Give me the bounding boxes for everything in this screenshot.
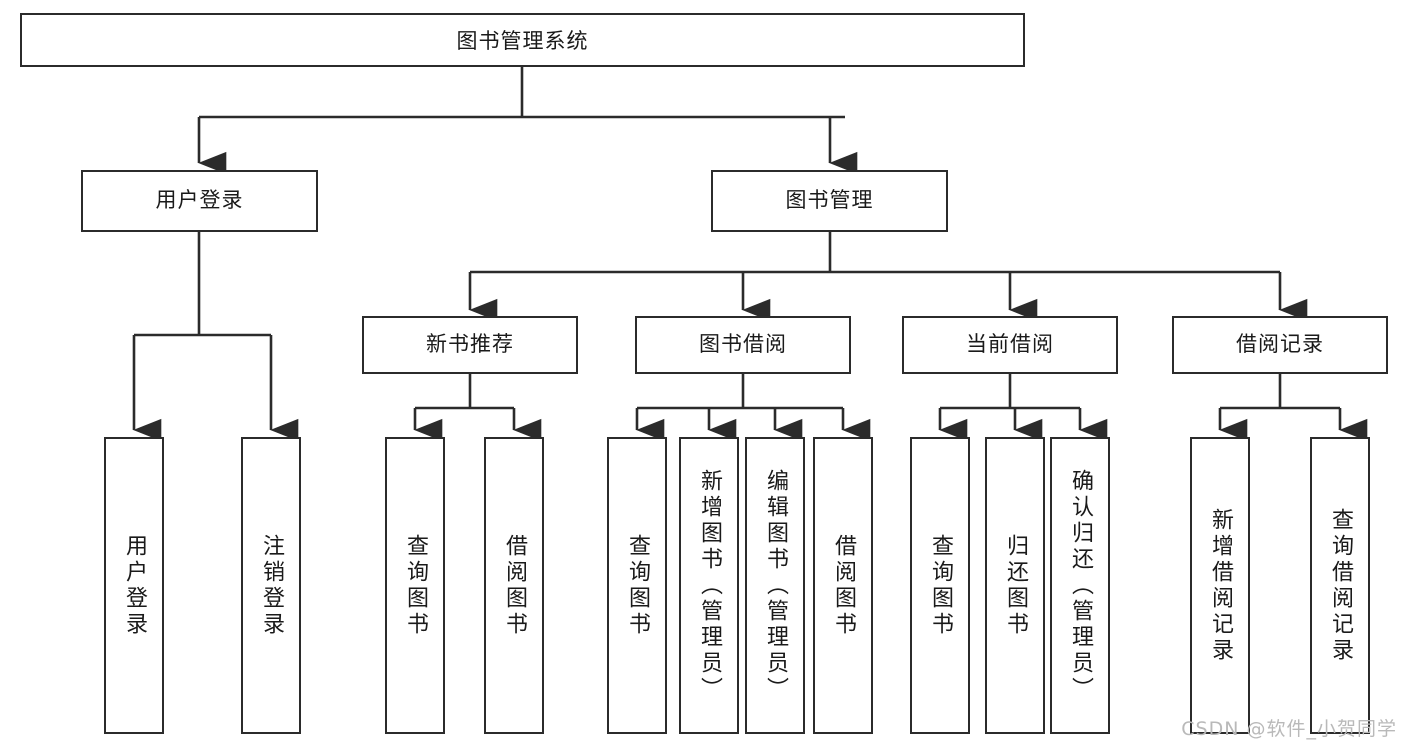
node-label: 图书管理系统 — [456, 29, 589, 53]
leaf-user-login[interactable]: 用户登录 — [104, 437, 164, 734]
node-book-management[interactable]: 图书管理 — [711, 170, 948, 232]
leaf-add-borrow-record[interactable]: 新增借阅记录 — [1190, 437, 1250, 734]
node-label: 查询图书 — [402, 533, 428, 638]
node-label: 注销登录 — [258, 533, 284, 638]
node-borrow-record[interactable]: 借阅记录 — [1172, 316, 1388, 374]
node-label: 当前借阅 — [966, 331, 1054, 356]
leaf-query-borrow-record[interactable]: 查询借阅记录 — [1310, 437, 1370, 734]
node-label: 新增图书（管理员） — [696, 468, 722, 703]
node-label: 借阅记录 — [1236, 331, 1324, 356]
node-user-login[interactable]: 用户登录 — [81, 170, 318, 232]
node-label: 查询借阅记录 — [1327, 507, 1353, 664]
node-label: 用户登录 — [121, 533, 147, 638]
node-label: 图书管理 — [785, 187, 874, 212]
node-label: 归还图书 — [1002, 533, 1028, 638]
node-label: 新增借阅记录 — [1207, 507, 1233, 664]
leaf-return-book[interactable]: 归还图书 — [985, 437, 1045, 734]
node-label: 查询图书 — [624, 533, 650, 638]
node-label: 确认归还（管理员） — [1067, 468, 1093, 703]
node-new-book-recommend[interactable]: 新书推荐 — [362, 316, 578, 374]
node-label: 借阅图书 — [501, 533, 527, 638]
node-label: 编辑图书（管理员） — [762, 468, 788, 703]
node-label: 借阅图书 — [830, 533, 856, 638]
csdn-watermark: CSDN @软件_小贺同学 — [1181, 718, 1397, 740]
node-current-borrow[interactable]: 当前借阅 — [902, 316, 1118, 374]
leaf-query-book-current[interactable]: 查询图书 — [910, 437, 970, 734]
node-label: 查询图书 — [927, 533, 953, 638]
node-book-borrow[interactable]: 图书借阅 — [635, 316, 851, 374]
leaf-confirm-return-admin[interactable]: 确认归还（管理员） — [1050, 437, 1110, 734]
node-label: 用户登录 — [155, 187, 244, 212]
node-label: 新书推荐 — [426, 331, 514, 356]
leaf-add-book-admin[interactable]: 新增图书（管理员） — [679, 437, 739, 734]
leaf-borrow-book[interactable]: 借阅图书 — [813, 437, 873, 734]
leaf-edit-book-admin[interactable]: 编辑图书（管理员） — [745, 437, 805, 734]
leaf-query-book-recommend[interactable]: 查询图书 — [385, 437, 445, 734]
node-label: 图书借阅 — [699, 331, 787, 356]
leaf-borrow-book-recommend[interactable]: 借阅图书 — [484, 437, 544, 734]
leaf-query-book-borrow[interactable]: 查询图书 — [607, 437, 667, 734]
leaf-logout[interactable]: 注销登录 — [241, 437, 301, 734]
node-root[interactable]: 图书管理系统 — [20, 13, 1025, 67]
